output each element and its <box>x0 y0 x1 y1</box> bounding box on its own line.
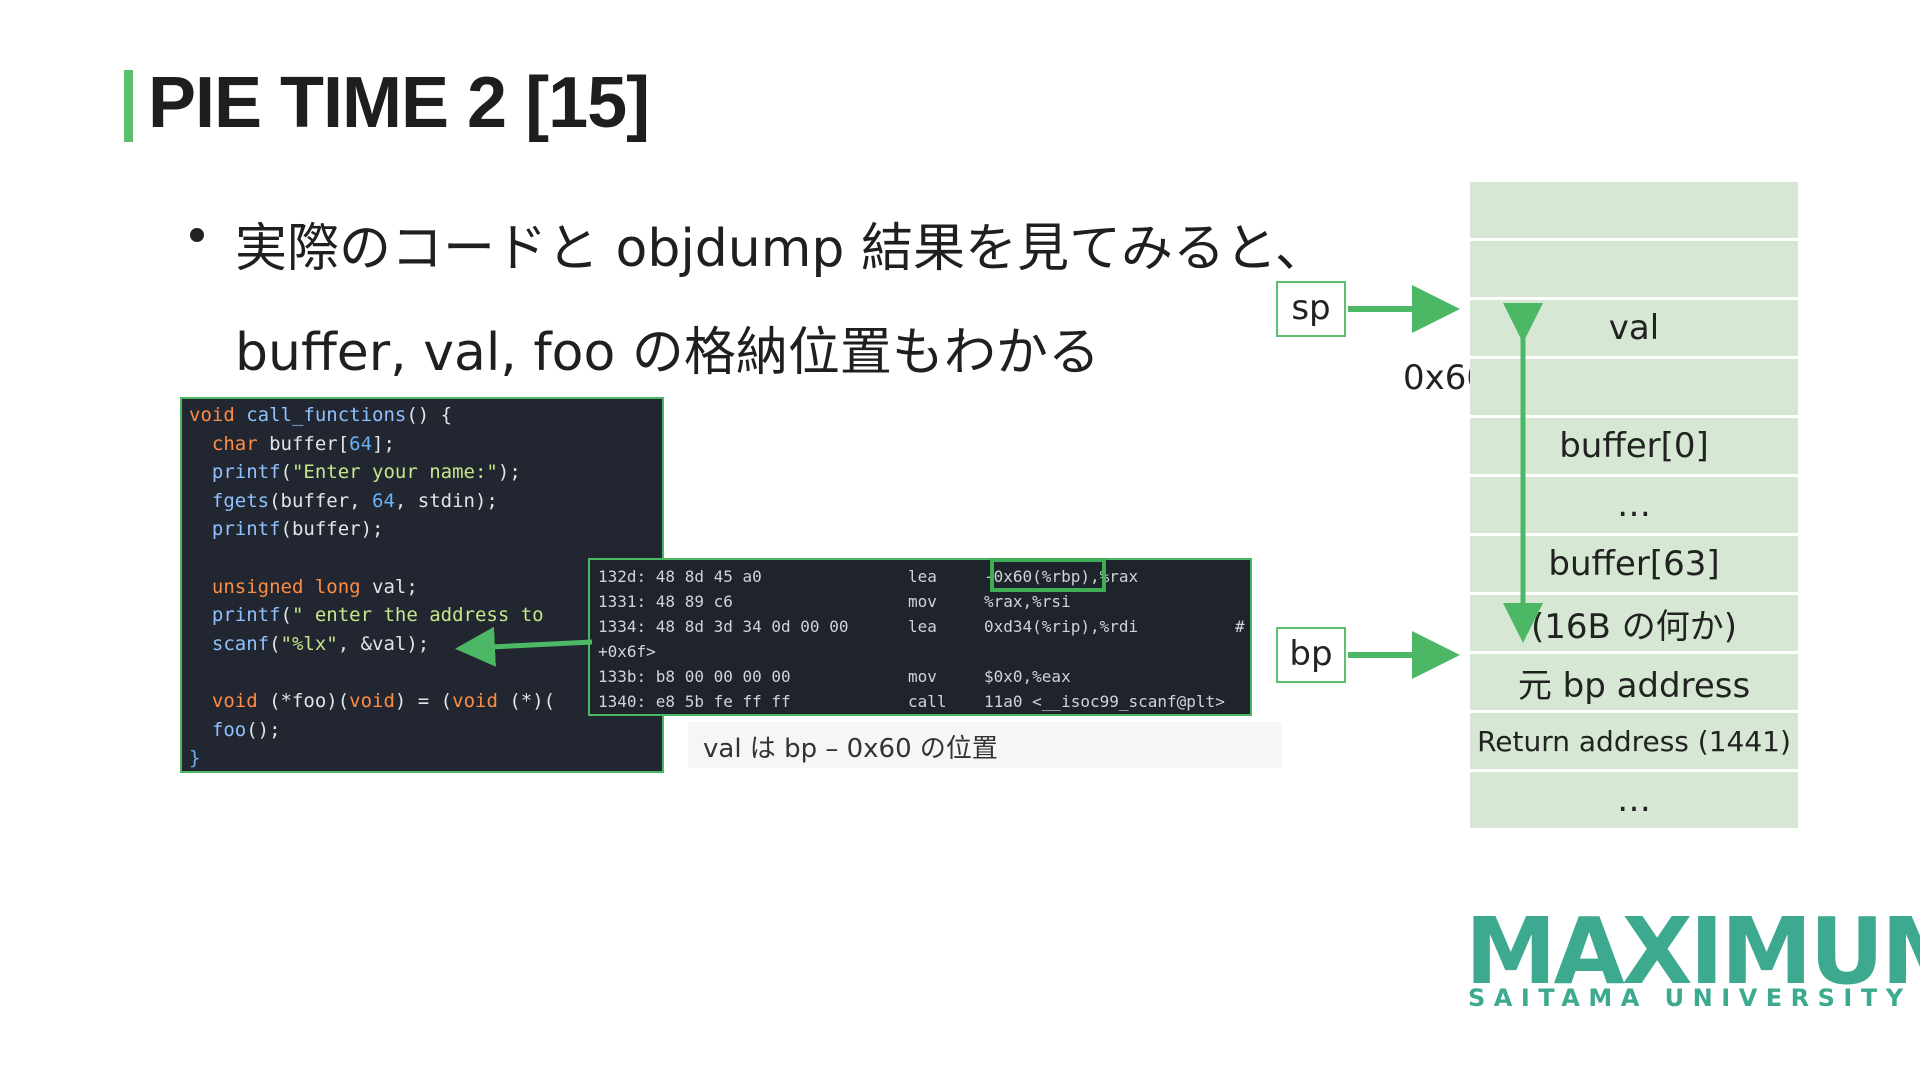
code-token: fgets <box>189 489 270 512</box>
bp-label: bp <box>1276 627 1346 683</box>
code-line: void call_functions() { <box>189 401 662 430</box>
code-token: (buffer); <box>280 518 384 541</box>
bullet-text-line-1: 実際のコードと objdump 結果を見てみると、 <box>235 219 1327 279</box>
objdump-row: 1340: e8 5b fe ff ff call 11a0 <__isoc99_s… <box>598 689 1250 714</box>
code-token: void <box>452 689 510 712</box>
objdump-operands: $0x0,%eax <box>984 667 1071 686</box>
code-token: 64 <box>372 489 395 512</box>
code-line: fgets(buffer, 64, stdin); <box>189 487 662 516</box>
bullet-dot <box>190 228 204 242</box>
objdump-address: 1331: 48 89 c6 <box>598 592 733 611</box>
code-line: printf(buffer); <box>189 515 662 544</box>
code-token: (*)( <box>509 689 556 712</box>
code-token: buffer[ <box>269 432 350 455</box>
stack-cell: Return address (1441) <box>1470 713 1798 769</box>
code-line: scanf("%lx", &val); <box>189 630 662 659</box>
code-line: printf(" enter the address to <box>189 601 662 630</box>
title-accent-bar <box>124 70 133 142</box>
code-token: () { <box>406 404 453 426</box>
objdump-operands: -0x60(%rbp),%rax <box>984 567 1139 586</box>
source-code-panel: void call_functions() { char buffer[64];… <box>180 397 664 773</box>
code-token: " enter the address to <box>291 604 544 627</box>
caption-background <box>688 722 1282 768</box>
code-token: val; <box>372 575 418 598</box>
objdump-mnemonic: mov <box>908 592 937 611</box>
code-token: scanf <box>189 632 270 655</box>
scanf-pointer-arrow <box>455 626 593 667</box>
objdump-row: 132d: 48 8d 45 a0 lea -0x60(%rbp),%rax <box>598 564 1250 589</box>
objdump-address: 132d: 48 8d 45 a0 <box>598 567 762 586</box>
objdump-row: 1334: 48 8d 3d 34 0d 00 00 lea 0xd34(%rip)… <box>598 614 1250 639</box>
code-line: unsigned long val; <box>189 573 662 602</box>
objdump-mnemonic: lea <box>908 567 937 586</box>
stack-cell: … <box>1470 772 1798 828</box>
code-token: (*foo)( <box>269 689 350 712</box>
code-token: char <box>189 432 270 455</box>
objdump-mnemonic: call <box>908 692 947 711</box>
code-token: ); <box>497 461 521 484</box>
objdump-caption: val は bp – 0x60 の位置 <box>703 734 998 764</box>
code-token: printf <box>189 518 281 541</box>
code-line: printf("Enter your name:"); <box>189 458 662 487</box>
slide-title: PIE TIME 2 [15] <box>148 63 650 143</box>
code-token: "Enter your name:" <box>291 461 498 484</box>
code-token: , &val); <box>337 632 430 655</box>
objdump-operands: 0xd34(%rip),%rdi <box>984 617 1139 636</box>
code-token: , stdin); <box>394 489 498 512</box>
code-token: void <box>189 689 270 712</box>
objdump-address: 1340: e8 5b fe ff ff <box>598 692 791 711</box>
objdump-row: +0x6f> <box>598 639 1250 664</box>
objdump-panel: 132d: 48 8d 45 a0 lea -0x60(%rbp),%rax 1331… <box>588 558 1252 716</box>
objdump-mnemonic: mov <box>908 667 937 686</box>
bullet-text-line-2: buffer, val, foo の格納位置もわかる <box>235 323 1100 383</box>
code-token: void <box>189 404 247 426</box>
objdump-mnemonic: lea <box>908 617 937 636</box>
maximum-logo-subtitle: SAITAMA UNIVERSITY <box>1468 984 1912 1012</box>
sp-label: sp <box>1276 281 1346 337</box>
objdump-address: 1334: 48 8d 3d 34 0d 00 00 <box>598 617 849 636</box>
objdump-address: +0x6f> <box>598 642 656 661</box>
code-line: char buffer[64]; <box>189 430 662 459</box>
code-token: ]; <box>372 432 395 455</box>
stack-cell: 元 bp address <box>1470 654 1798 710</box>
code-token: foo <box>189 718 247 741</box>
objdump-operands: %rax,%rsi <box>984 592 1071 611</box>
stack-cell <box>1470 182 1798 238</box>
code-token: unsigned long <box>189 575 373 598</box>
code-token: (); <box>246 718 281 741</box>
objdump-comment: # <box>1235 617 1245 636</box>
code-line: foo(); <box>189 716 662 745</box>
code-token: ( <box>280 604 292 627</box>
code-token: ) = ( <box>394 689 453 712</box>
objdump-row: 133b: b8 00 00 00 00 mov $0x0,%eax <box>598 664 1250 689</box>
code-token: void <box>349 689 395 712</box>
code-line: } <box>189 744 662 771</box>
stack-cell: (16B の何か) <box>1470 595 1798 651</box>
code-token: printf <box>189 461 281 484</box>
objdump-row: 1331: 48 89 c6 mov %rax,%rsi <box>598 589 1250 614</box>
code-token: "%lx" <box>280 632 338 655</box>
code-token: 64 <box>349 432 373 455</box>
code-token: ( <box>269 632 281 655</box>
objdump-address: 133b: b8 00 00 00 00 <box>598 667 791 686</box>
code-line: void (*foo)(void) = (void (*)( <box>189 687 662 716</box>
code-token: } <box>189 747 201 770</box>
code-token: printf <box>189 604 281 627</box>
code-token: ( <box>280 461 292 484</box>
stack-cell <box>1470 241 1798 297</box>
code-token: (buffer, <box>269 489 373 512</box>
objdump-operands: 11a0 <__isoc99_scanf@plt> <box>984 692 1225 711</box>
operand-highlight-box <box>990 558 1106 592</box>
maximum-logo: MAXIMUM <box>1465 898 1920 1005</box>
code-token: call_functions <box>246 404 407 426</box>
